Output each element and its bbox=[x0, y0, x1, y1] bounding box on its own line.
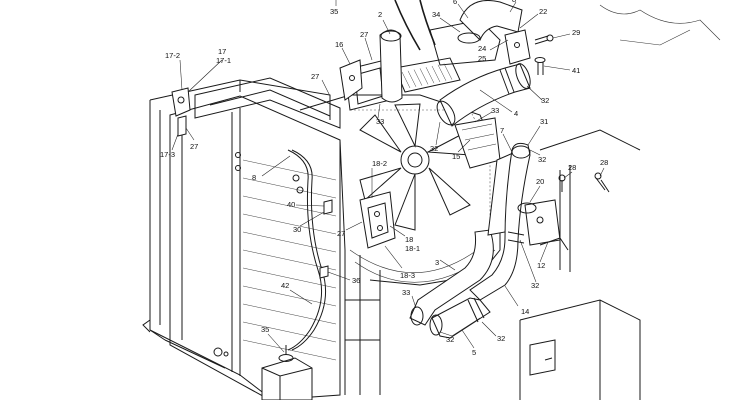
core-fin-line bbox=[242, 267, 337, 289]
callout-17-3: 17-3 bbox=[160, 150, 175, 159]
pipe-3 bbox=[409, 149, 521, 326]
callout-40: 40 bbox=[287, 200, 295, 209]
callout-34: 34 bbox=[432, 10, 440, 19]
callout-27-left: 27 bbox=[190, 142, 198, 151]
callout-35: 35 bbox=[261, 325, 269, 334]
callout-18-1: 18-1 bbox=[405, 244, 420, 253]
callout-8: 8 bbox=[252, 173, 256, 182]
pipe-4 bbox=[436, 63, 531, 127]
core-fin-line bbox=[242, 339, 337, 361]
callout-18-2: 18-2 bbox=[372, 159, 387, 168]
callout-42: 42 bbox=[281, 281, 289, 290]
callout-33-c: 33 bbox=[402, 288, 410, 297]
core-fin-line bbox=[242, 303, 337, 325]
intercooler-fin-line bbox=[413, 69, 423, 86]
pipe-5 bbox=[429, 297, 491, 339]
callout-33-b: 33 bbox=[491, 106, 499, 115]
callout-22: 22 bbox=[539, 7, 547, 16]
hose-15 bbox=[454, 117, 501, 169]
callout-36: 36 bbox=[352, 276, 360, 285]
callout-17: 17 bbox=[218, 47, 226, 56]
callout-2: 2 bbox=[378, 10, 382, 19]
intercooler-fins bbox=[401, 63, 453, 89]
callout-18-3: 18-3 bbox=[400, 271, 415, 280]
core-fin-line bbox=[242, 177, 337, 199]
core-fin-line bbox=[242, 321, 337, 343]
reserve-tank bbox=[261, 345, 313, 401]
callout-6: 6 bbox=[453, 0, 457, 6]
callout-32-c: 32 bbox=[538, 155, 546, 164]
callout-14: 14 bbox=[521, 307, 529, 316]
intercooler-fin-line bbox=[431, 65, 441, 83]
bracket-18 bbox=[359, 191, 396, 249]
callout-17-1: 17-1 bbox=[216, 56, 231, 65]
callout-5: 5 bbox=[472, 348, 476, 357]
callout-17-2: 17-2 bbox=[165, 51, 180, 60]
callout-7: 7 bbox=[500, 126, 504, 135]
callout-33-a: 33 bbox=[376, 117, 384, 126]
callout-32-e: 32 bbox=[446, 335, 454, 344]
intercooler-fin-line bbox=[437, 64, 447, 81]
callout-4: 4 bbox=[514, 109, 518, 118]
intercooler-fin-line bbox=[407, 70, 417, 87]
callout-24: 24 bbox=[478, 44, 486, 53]
core-fin-line bbox=[242, 213, 337, 235]
intercooler-fin-line bbox=[419, 68, 429, 85]
callout-30: 30 bbox=[293, 225, 301, 234]
callout-8-top: 8 bbox=[512, 0, 516, 4]
callout-41: 41 bbox=[572, 66, 580, 75]
callout-27-mid: 27 bbox=[311, 72, 319, 81]
callout-29: 29 bbox=[572, 28, 580, 37]
intercooler-fin-line bbox=[425, 67, 435, 84]
bracket-16 bbox=[339, 59, 363, 101]
right-frame bbox=[519, 4, 721, 400]
top-brackets bbox=[344, 0, 554, 111]
callout-32-b: 32 bbox=[430, 144, 438, 153]
intercooler-fin-line bbox=[401, 71, 411, 89]
callout-labels: 35 2 34 6 8 22 29 27 16 17-2 17 17-1 24 … bbox=[160, 0, 608, 357]
callout-28-a: 28 bbox=[568, 163, 576, 172]
radiator-assembly bbox=[142, 77, 341, 401]
callout-20: 20 bbox=[536, 177, 544, 186]
callout-25: 25 bbox=[478, 54, 486, 63]
callout-28-b: 28 bbox=[600, 158, 608, 167]
callout-32-d: 32 bbox=[531, 281, 539, 290]
callout-31: 31 bbox=[540, 117, 548, 126]
callout-16: 16 bbox=[335, 40, 343, 49]
core-fin-line bbox=[242, 195, 337, 217]
callout-27-top: 27 bbox=[360, 30, 368, 39]
intercooler-fin-line bbox=[443, 63, 453, 80]
callout-27-bracket: 27 bbox=[337, 229, 345, 238]
callout-3: 3 bbox=[435, 258, 439, 267]
overflow-hose-42 bbox=[287, 149, 333, 351]
core-fin-line bbox=[242, 231, 337, 253]
core-fin-line bbox=[242, 159, 337, 181]
callout-15: 15 bbox=[452, 152, 460, 161]
callout-18: 18 bbox=[405, 235, 413, 244]
callout-12: 12 bbox=[537, 261, 545, 270]
callout-32-f: 32 bbox=[497, 334, 505, 343]
callout-35-top: 35 bbox=[330, 7, 338, 16]
bracket-12 bbox=[517, 199, 569, 251]
callout-32-a: 32 bbox=[541, 96, 549, 105]
